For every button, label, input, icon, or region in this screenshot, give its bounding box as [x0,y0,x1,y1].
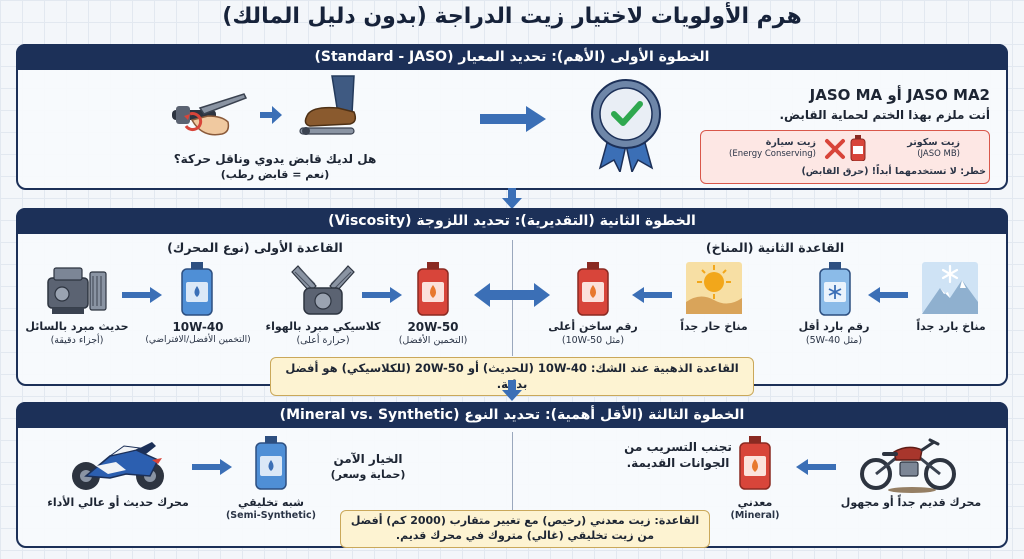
safe-choice-note: (حماية وسعر) [330,468,406,481]
hot-grade-note: (مثل 10W-50) [561,335,625,346]
oil-10w40-label: 10W-40 [172,320,224,334]
oil-bottle-10w40-icon [180,262,214,316]
clutch-lever-icon [170,86,250,146]
oil-bottle-20w50-icon [416,262,450,316]
modern-bike-label: محرك حديث أو عالي الأداء [47,496,189,509]
desert-sun-icon [686,262,742,314]
rule2-title: القاعدة الثانية (المناخ) [705,240,845,255]
step3-header: الخطوة الثالثة (الأقل أهمية): تحديد النو… [16,402,1008,428]
liquid-cooled-engine-icon [44,264,110,318]
oil-bottle-mineral-icon [738,436,772,490]
oil-bottle-semi-synthetic-icon [254,436,288,490]
semi-synthetic-note: (Semi-Synthetic) [225,510,317,521]
forbidden-x-icon [824,138,846,160]
scooter-oil-note: (JASO MB) [917,149,960,159]
arrow-left-icon [866,286,910,304]
mineral-note: (Mineral) [730,510,780,521]
car-oil-label: زيت سيارة [765,137,816,148]
certified-badge-icon [586,76,666,172]
foot-shifter-icon [294,74,364,144]
snow-mountain-icon [922,262,978,314]
oil-bottle-cold-grade-icon [818,262,852,316]
scooter-oil-bottle-icon [850,135,866,161]
jaso-standard: JASO MA أو JASO MA2 [809,86,990,104]
danger-text: خطر: لا تستخدمهما أبداً! (حرق القابض) [801,166,986,177]
air-cooled-engine-icon [290,262,356,318]
page-title: هرم الأولويات لاختيار زيت الدراجة (بدون … [222,4,802,29]
oil-20w50-label: 20W-50 [407,320,459,334]
arrow-left-icon [794,458,838,476]
oil-20w50-note: (التخمين الأفضل) [398,335,468,346]
sport-bike-icon [66,436,170,492]
old-motorcycle-icon [856,434,960,494]
cold-climate-label: مناخ بارد جداً [916,320,986,333]
cold-grade-label: رقم بارد أقل [798,320,870,333]
modern-engine-label: حديث مبرد بالسائل [25,320,129,333]
semi-synthetic-label: شبه تخليقي [238,496,304,509]
arrow-left-icon [630,286,674,304]
avoid-leak-text: تجنب التسريب من الجوانات القديمة. [624,440,732,470]
cold-grade-note: (مثل 5W-40) [805,335,863,346]
classic-engine-label: كلاسيكي مبرد بالهواء [265,320,381,333]
double-arrow-icon [472,281,552,309]
clutch-question-note: (نعم = قابض رطب) [220,168,330,181]
old-bike-label: محرك قديم جداً أو مجهول [840,496,982,509]
rule1-title: القاعدة الأولى (نوع المحرك) [167,240,343,255]
arrow-down-icon [501,188,523,210]
mineral-label: معدني [737,496,773,509]
modern-engine-note: (أجزاء دقيقة) [50,335,104,346]
oil-bottle-hot-grade-icon [576,262,610,316]
step2-header: الخطوة الثانية (التقديرية): تحديد اللزوج… [16,208,1008,234]
arrow-right-icon [190,458,234,476]
hot-grade-label: رقم ساخن أعلى [548,320,638,333]
clutch-question: هل لديك قابض يدوي وناقل حركة؟ [173,152,377,166]
hot-climate-label: مناخ حار جداً [680,320,748,333]
arrow-right-icon [360,286,404,304]
jaso-standard-note: أنت ملزم بهذا الختم لحماية القابض. [779,108,990,122]
scooter-oil-label: زيت سكوتر [907,137,960,148]
safe-choice-label: الخيار الآمن [333,452,403,466]
arrow-right-icon [120,286,164,304]
arrow-right-icon [478,104,548,134]
step1-header: الخطوة الأولى (الأهم): تحديد المعيار (St… [16,44,1008,70]
classic-engine-note: (حرارة أعلى) [296,335,350,346]
step3-rule-callout: القاعدة: زيت معدني (رخيص) مع تغيير متقار… [340,510,710,548]
step3-divider [512,432,513,510]
car-oil-note: (Energy Conserving) [729,149,816,159]
arrow-down-icon [501,380,523,402]
oil-10w40-note: (التخمين الأفضل/الافتراضي) [145,335,251,345]
arrow-right-icon [258,104,284,126]
